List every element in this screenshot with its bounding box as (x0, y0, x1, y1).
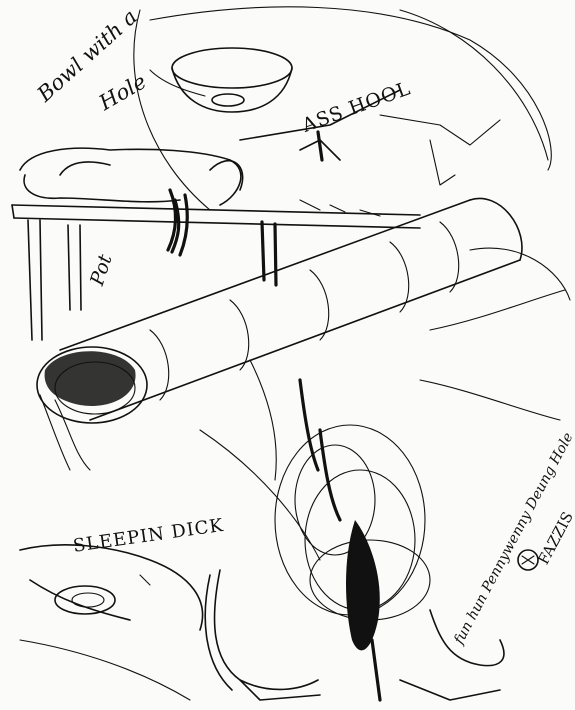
scribble-tangle (200, 290, 565, 700)
tube-opening (37, 347, 147, 470)
table (12, 200, 420, 340)
bowl-with-hole-drawing (150, 48, 292, 112)
signature-mark (518, 550, 538, 570)
reclining-figure (20, 148, 243, 255)
sleeping-figure (20, 545, 203, 700)
